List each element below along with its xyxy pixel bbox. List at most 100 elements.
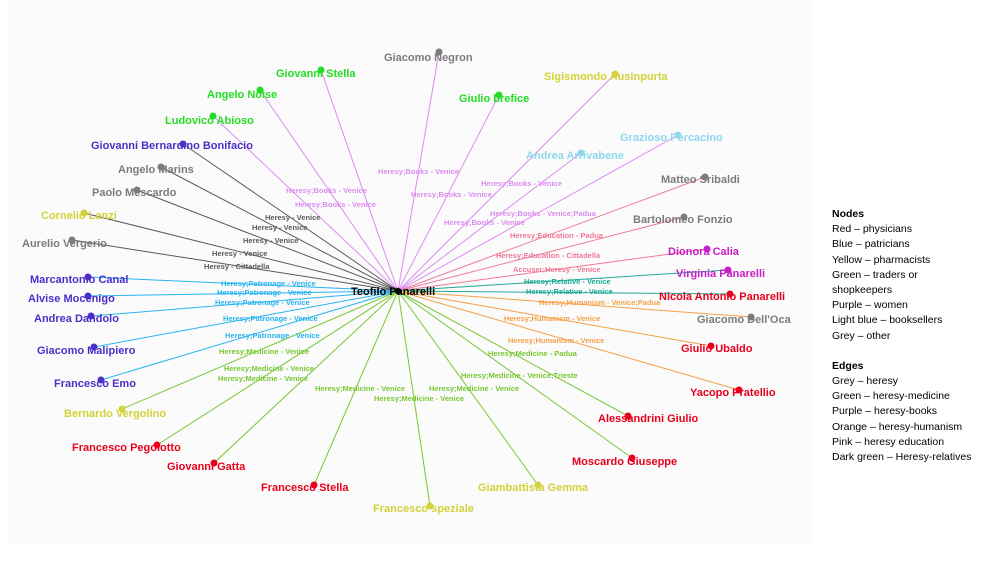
edge-label-bartolomeo-fonzio: Heresy;Education - Cittadella — [496, 251, 601, 260]
edge-alvise-mocenigo — [87, 290, 399, 297]
edge-sigismondo-ausinpurta — [397, 73, 616, 292]
edge-layer — [71, 51, 752, 507]
node-label-giacomo-malipiero: Giacomo Malipiero — [37, 345, 136, 357]
edge-grazioso-percacino — [397, 134, 679, 292]
node-dot-giacomo-dell-oca — [747, 313, 755, 321]
edge-label-alvise-mocenigo: Heresy;Patronage - Venice — [217, 288, 312, 297]
node-label-alessandrini-giulio: Alessandrini Giulio — [598, 413, 699, 425]
node-label-nicola-antonio-panarelli: Nicola Antonio Panarelli — [659, 291, 785, 303]
edge-label-sigismondo-ausinpurta: Heresy;Books - Venice — [481, 179, 562, 188]
node-label-marcantonio-canal: Marcantonio Canal — [30, 274, 128, 286]
node-dot-sigismondo-ausinpurta — [611, 70, 619, 78]
edge-label-paolo-mescardo: Heresy - Venice — [243, 236, 298, 245]
edge-marcantonio-canal — [87, 276, 399, 292]
edge-giulio-brefice — [397, 94, 500, 292]
edge-label-matteo-sribaldi: Heresy;Education - Padua — [510, 231, 604, 240]
node-dot-giulio-brefice — [495, 91, 503, 99]
edge-giacomo-negron — [397, 51, 440, 292]
edge-moscardo-giuseppe — [397, 290, 633, 459]
edge-giovanni-stella — [320, 69, 399, 292]
node-label-yacopo-pratellio: Yacopo Pratellio — [690, 387, 776, 399]
edge-dionora-calia — [397, 248, 708, 292]
edge-label-giacomo-malipiero: Heresy;Patronage - Venice — [223, 314, 318, 323]
edge-label-ludovico-abioso: Heresy;Books - Venice — [295, 200, 376, 209]
edge-label-grazioso-percacino: Heresy;Books - Venice;Padua — [490, 209, 597, 218]
node-label-giovanni-bernardino-bonifacio: Giovanni Bernardino Bonifacio — [91, 140, 253, 152]
node-label-francesco-emo: Francesco Emo — [54, 378, 136, 390]
edge-cornelio-lanzi — [83, 212, 399, 292]
edge-ludovico-abioso — [212, 115, 399, 292]
edge-label-cornelio-lanzi: Heresy - Venice — [212, 249, 267, 258]
node-dot-giacomo-malipiero — [90, 343, 98, 351]
node-dot-ludovico-abioso — [209, 112, 217, 120]
legend-node-item: Purple – women — [832, 299, 908, 312]
legend: Nodes Red – physicians Blue – patricians… — [832, 207, 997, 465]
node-dot-giovanni-stella — [317, 66, 325, 74]
edge-label-angelo-noise: Heresy;Books - Venice — [286, 186, 367, 195]
edge-label-giacomo-dell-oca: Heresy;Humanism - Venice;Padua — [539, 298, 661, 307]
node-label-alvise-mocenigo: Alvise Mocenigo — [28, 293, 115, 305]
node-label-andrea-arrivabene: Andrea Arrivabene — [526, 150, 624, 162]
legend-edges-heading: Edges — [832, 359, 864, 372]
edge-label-alessandrini-giulio: Heresy;Medicine - Padua — [488, 349, 578, 358]
edge-giacomo-malipiero — [93, 290, 399, 348]
node-label-giulio-brefice: Giulio brefice — [459, 93, 529, 105]
node-label-virginia-panarelli: Virginia Panarelli — [676, 268, 765, 280]
node-dot-matteo-sribaldi — [701, 173, 709, 181]
edge-angelo-noise — [259, 89, 399, 292]
edge-alessandrini-giulio — [397, 290, 629, 417]
node-label-francesco-speziale: Francesco speziale — [373, 503, 474, 515]
node-dot-andrea-dandolo — [87, 312, 95, 320]
edge-nicola-antonio-panarelli — [397, 290, 731, 295]
node-dot-moscardo-giuseppe — [628, 454, 636, 462]
node-label-giulio-ubaldo: Giulio Ubaldo — [681, 343, 753, 355]
edge-giacomo-dell-oca — [397, 290, 752, 318]
node-dot-alvise-mocenigo — [84, 292, 92, 300]
node-dot-giovanni-bernardino-bonifacio — [179, 140, 187, 148]
node-label-giovanni-gatta: Giovanni Gatta — [167, 461, 246, 473]
edge-francesco-emo — [100, 290, 399, 381]
edge-bartolomeo-fonzio — [397, 216, 685, 292]
node-label-dionora-calia: Dionora Calia — [668, 246, 740, 258]
node-dot-aurelio-vergerio — [68, 236, 76, 244]
edge-label-francesco-stella: Heresy;Medicine - Venice — [315, 384, 405, 393]
node-dot-yacopo-pratellio — [735, 386, 743, 394]
edge-virginia-panarelli — [397, 269, 729, 292]
node-dot-dionora-calia — [703, 245, 711, 253]
edge-label-francesco-speziale: Heresy;Medicine - Venice — [374, 394, 464, 403]
node-dot-virginia-panarelli — [724, 266, 732, 274]
node-dot-marcantonio-canal — [84, 273, 92, 281]
edge-label-dionora-calia: Accuser;Heresy - Venice — [513, 265, 601, 274]
edge-giovanni-bernardino-bonifacio — [182, 143, 399, 292]
legend-node-item: Grey – other — [832, 329, 891, 342]
edge-aurelio-vergerio — [71, 239, 399, 292]
edge-label-marcantonio-canal: Heresy;Patronage - Venice — [221, 279, 316, 288]
edge-francesco-stella — [313, 290, 399, 486]
node-dot-alessandrini-giulio — [624, 412, 632, 420]
node-label-francesco-pegolotto: Francesco Pegolotto — [72, 442, 181, 454]
edge-andrea-arrivabene — [397, 152, 582, 292]
node-dot-giulio-ubaldo — [707, 342, 715, 350]
edge-label-angelo-marins: Heresy - Venice — [252, 223, 307, 232]
node-dot-angelo-noise — [256, 86, 264, 94]
node-label-moscardo-giuseppe: Moscardo Giuseppe — [572, 456, 677, 468]
node-dot-giacomo-negron — [435, 48, 443, 56]
edge-bernardo-vergolino — [121, 290, 399, 410]
edge-francesco-pegolotto — [156, 290, 399, 446]
edge-giulio-ubaldo — [397, 290, 712, 347]
node-label-cornelio-lanzi: Cornelio Lanzi — [41, 210, 117, 222]
node-dot-grazioso-percacino — [674, 131, 682, 139]
edge-label-bernardo-vergolino: Heresy;Medicine - Venice — [219, 347, 309, 356]
edge-yacopo-pratellio — [397, 290, 740, 391]
legend-edge-item: Grey – heresy — [832, 375, 898, 388]
node-dot-giovanni-gatta — [210, 459, 218, 467]
edge-label-nicola-antonio-panarelli: Heresy;Relative - Venice — [526, 287, 613, 296]
node-label-giacomo-dell-oca: Giacomo Dell'Oca — [697, 314, 792, 326]
legend-edge-item: Dark green – Heresy-relatives — [832, 451, 972, 464]
legend-edge-item: Purple – heresy-books — [832, 405, 938, 418]
node-label-angelo-marins: Angelo Marins — [118, 164, 194, 176]
node-dot-angelo-marins — [157, 163, 165, 171]
edge-label-giulio-brefice: Heresy;Books - Venice — [411, 190, 492, 199]
